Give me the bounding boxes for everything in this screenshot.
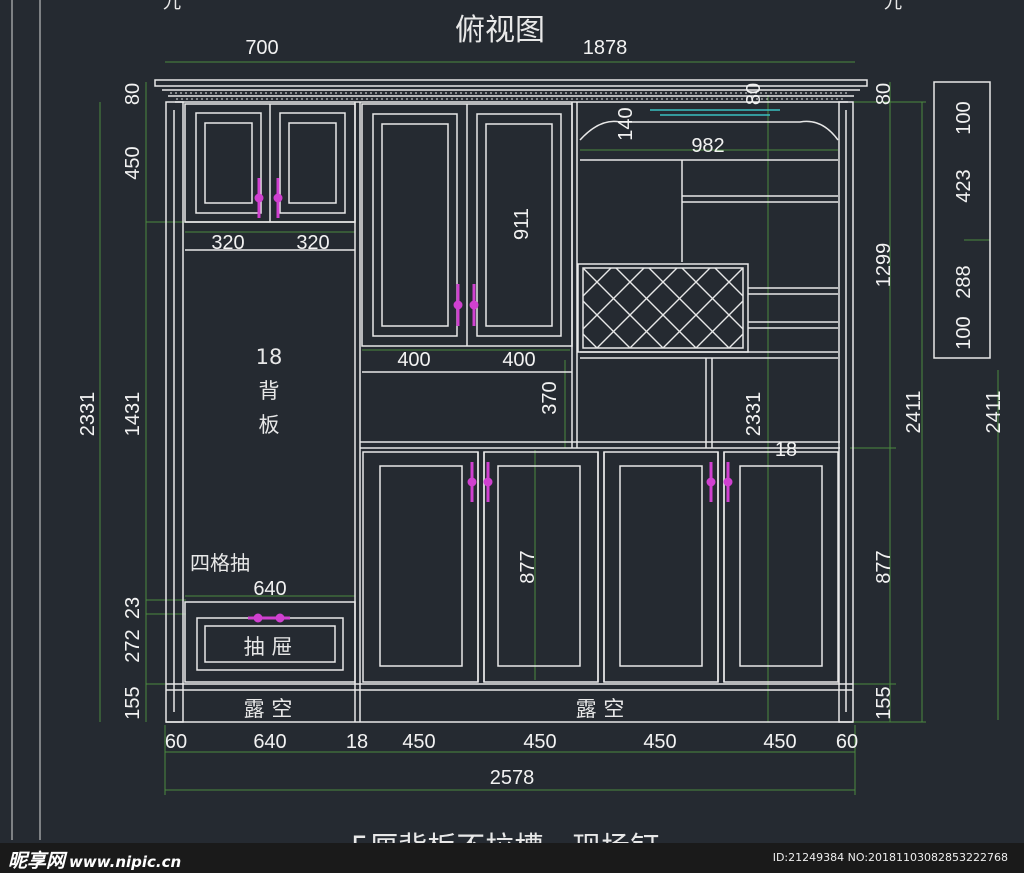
dim-side-288: 288 <box>953 265 975 298</box>
dim-w400a: 400 <box>397 349 430 371</box>
dim-bottom-640: 640 <box>253 731 286 753</box>
dim-left-155: 155 <box>122 686 144 719</box>
wine-rack-lattice <box>582 267 744 349</box>
handle-lower-left <box>467 462 493 502</box>
dim-left-2331: 2331 <box>77 392 99 437</box>
dim-bottom-60b: 60 <box>836 731 858 753</box>
back-panel-label-1: 18 <box>256 345 283 369</box>
dim-side-100a: 100 <box>953 101 975 134</box>
dim-side-423: 423 <box>953 169 975 202</box>
cabinet-outline <box>154 79 991 723</box>
dim-right-80: 80 <box>873 83 895 105</box>
dim-w982: 982 <box>691 135 724 157</box>
image-id: ID:21249384 NO:20181103082853222768 <box>772 851 1008 864</box>
dim-right-877: 877 <box>873 550 895 583</box>
dim-left-1431: 1431 <box>122 392 144 437</box>
dim-left-450: 450 <box>122 146 144 179</box>
dim-h140: 140 <box>615 107 637 140</box>
handles <box>248 178 733 623</box>
dim-side-100b: 100 <box>953 316 975 349</box>
sheet-frame <box>11 0 41 840</box>
light-fixture <box>650 109 780 116</box>
drawing-title: 俯视图 <box>455 13 545 48</box>
dim-bottom-total: 2578 <box>490 767 535 789</box>
dim-left-272: 272 <box>122 629 144 662</box>
handle-upper-middle <box>453 284 479 326</box>
open-left-label: 露 空 <box>244 697 293 721</box>
dim-top-left: 700 <box>245 37 278 59</box>
corner-mark-left: 九 <box>163 0 181 13</box>
dim-bottom-450a: 450 <box>402 731 435 753</box>
dim-w640d: 640 <box>253 578 286 600</box>
handle-upper-left <box>254 178 283 218</box>
dim-side-2411: 2411 <box>983 390 1005 433</box>
dim-top-right: 1878 <box>583 37 628 59</box>
dim-left-23: 23 <box>122 597 144 619</box>
dim-h2331: 2331 <box>743 392 765 437</box>
drawer-label: 抽 屉 <box>244 635 293 659</box>
dim-w320b: 320 <box>296 232 329 254</box>
dim-right-2411: 2411 <box>903 390 925 433</box>
handle-drawer <box>248 613 290 623</box>
dim-h370: 370 <box>539 381 561 414</box>
dim-h911: 911 <box>511 208 533 240</box>
open-right-label: 露 空 <box>576 697 625 721</box>
brand-name: 昵享网 <box>8 850 66 872</box>
dim-left-80: 80 <box>122 83 144 105</box>
dim-bottom-450c: 450 <box>643 731 676 753</box>
dim-w18: 18 <box>775 439 797 461</box>
dim-right-155: 155 <box>873 686 895 719</box>
handle-lower-right <box>706 462 733 502</box>
dim-w320a: 320 <box>211 232 244 254</box>
dim-h80b: 80 <box>743 83 765 105</box>
dim-bottom-450d: 450 <box>763 731 796 753</box>
four-drawers-label: 四格抽 <box>190 551 250 575</box>
corner-mark-right: 九 <box>884 0 902 13</box>
dim-right-1299: 1299 <box>873 243 895 288</box>
brand-url: www.nipic.cn <box>69 853 182 871</box>
back-panel-label-2: 背 <box>259 379 280 403</box>
back-panel-label-3: 板 <box>259 413 280 437</box>
dim-bottom-18: 18 <box>346 731 368 753</box>
dimension-lines <box>99 61 999 795</box>
dim-bottom-60a: 60 <box>165 731 187 753</box>
dim-h877a: 877 <box>517 550 539 583</box>
dim-bottom-450b: 450 <box>523 731 556 753</box>
crown-dentils <box>170 92 850 100</box>
dim-w400b: 400 <box>502 349 535 371</box>
